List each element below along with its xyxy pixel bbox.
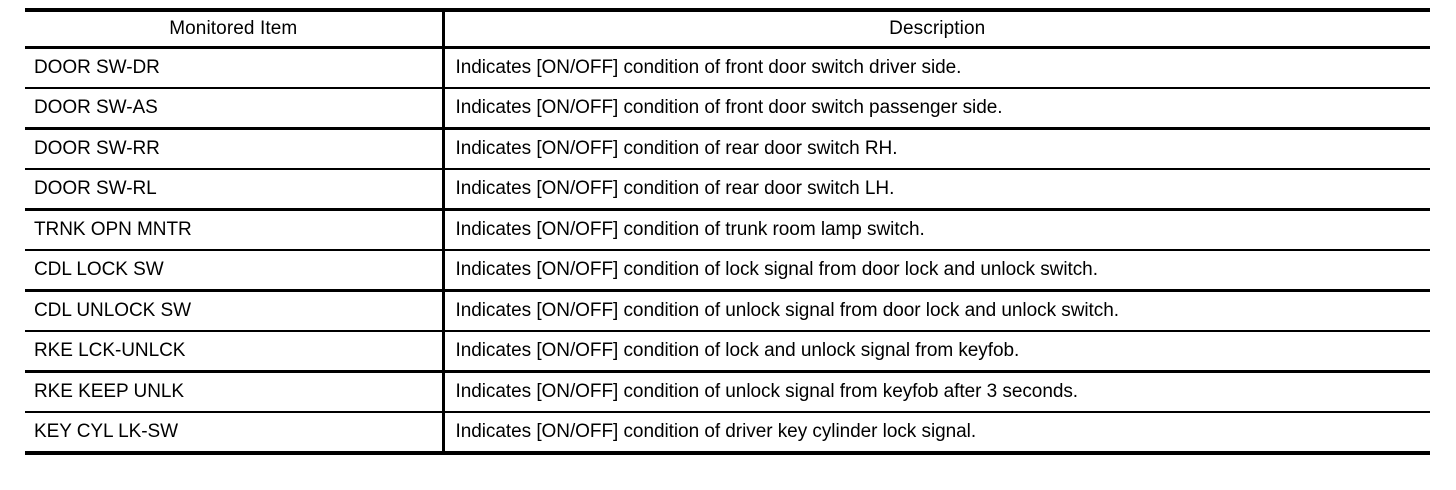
cell-description: Indicates [ON/OFF] condition of lock and… [443, 330, 1430, 372]
cell-monitored-item: DOOR SW-AS [25, 87, 445, 129]
cell-description: Indicates [ON/OFF] condition of rear doo… [443, 168, 1430, 210]
cell-monitored-item: RKE LCK-UNLCK [25, 330, 445, 372]
column-header-monitored-item: Monitored Item [25, 10, 445, 49]
cell-monitored-item: CDL LOCK SW [25, 249, 445, 291]
table-header-row: Monitored Item Description [25, 10, 1430, 49]
cell-monitored-item: RKE KEEP UNLK [25, 370, 445, 412]
cell-monitored-item: TRNK OPN MNTR [25, 208, 445, 250]
cell-description: Indicates [ON/OFF] condition of rear doo… [443, 127, 1430, 169]
cell-description: Indicates [ON/OFF] condition of driver k… [443, 411, 1430, 453]
cell-description: Indicates [ON/OFF] condition of lock sig… [443, 249, 1430, 291]
cell-monitored-item: KEY CYL LK-SW [25, 411, 445, 453]
cell-description: Indicates [ON/OFF] condition of front do… [455, 57, 962, 78]
cell-monitored-item: DOOR SW-RR [25, 127, 445, 169]
cell-monitored-item: DOOR SW-DR [25, 47, 445, 88]
cell-description: Indicates [ON/OFF] condition of unlock s… [443, 370, 1430, 412]
table-row: DOOR SW-DR Indicates [ON/OFF] condition o… [25, 47, 1430, 88]
cell-monitored-item: DOOR SW-RL [25, 168, 445, 210]
column-header-description: Description [443, 10, 1430, 49]
cell-description: Indicates [ON/OFF] condition of trunk ro… [443, 208, 1430, 250]
table-header: Monitored Item Description [25, 10, 1430, 49]
cell-monitored-item: CDL UNLOCK SW [25, 289, 445, 331]
cell-description: Indicates [ON/OFF] condition of unlock s… [443, 289, 1430, 331]
cell-description: Indicates [ON/OFF] condition of front do… [443, 87, 1430, 129]
